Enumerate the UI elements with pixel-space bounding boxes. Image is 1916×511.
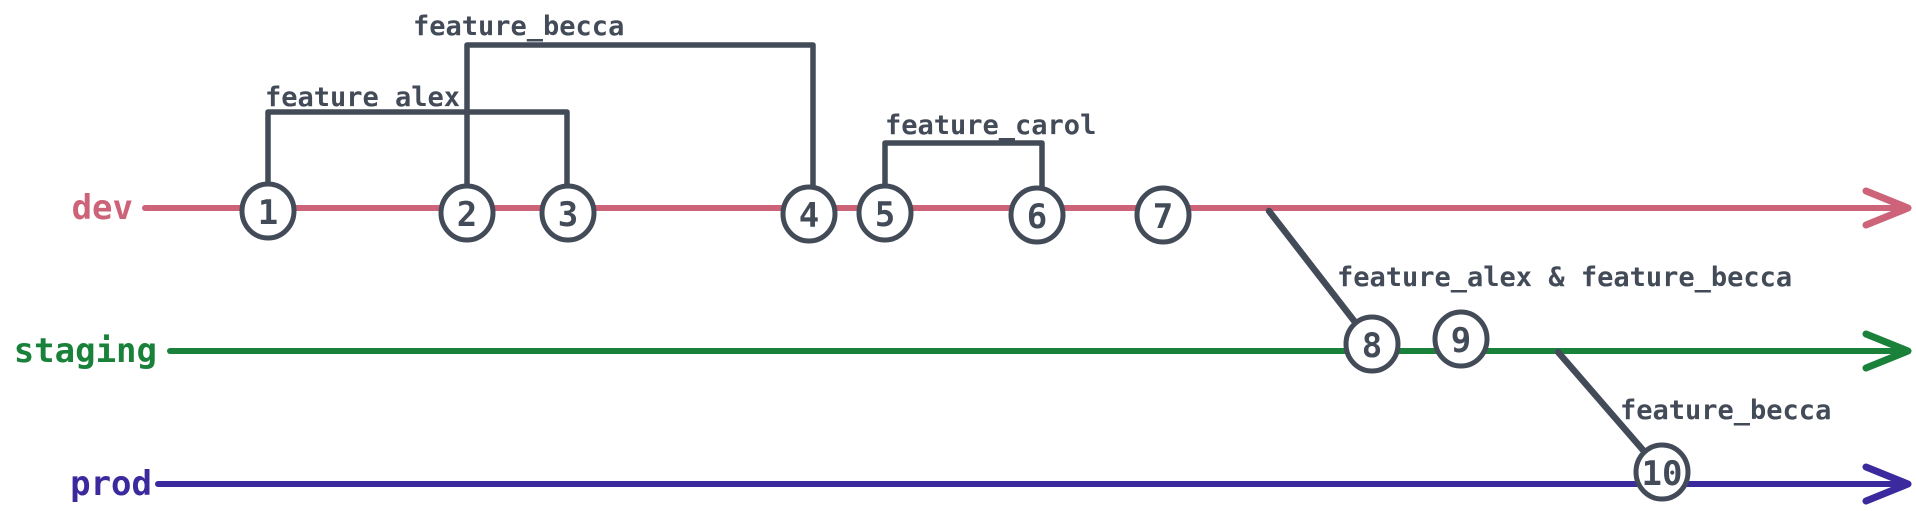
commit-number-2: 2 <box>457 195 477 235</box>
feature-bracket-feature_alex <box>265 109 570 216</box>
commit-node-1 <box>239 181 297 241</box>
commit-number-7: 7 <box>1153 197 1173 237</box>
merge-label: feature_becca <box>1620 395 1831 426</box>
commit-number-10: 10 <box>1642 454 1683 494</box>
branch-label-dev: dev <box>72 188 133 228</box>
commit-node-3 <box>539 183 597 243</box>
feature-bracket-feature_carol <box>882 140 1045 218</box>
feature-bracket-label-feature_becca: feature_becca <box>413 11 624 42</box>
feature-bracket-label-feature_carol: feature_carol <box>885 110 1096 141</box>
branch-label-staging: staging <box>14 331 157 371</box>
commit-node-10 <box>1633 442 1691 502</box>
commit-node-7 <box>1134 185 1192 245</box>
branch-label-prod: prod <box>70 464 152 504</box>
commit-node-8 <box>1343 314 1401 374</box>
commit-number-5: 5 <box>875 195 895 235</box>
commit-node-9 <box>1432 309 1490 369</box>
commit-number-9: 9 <box>1451 321 1471 361</box>
commit-node-6 <box>1008 185 1066 245</box>
commit-number-8: 8 <box>1362 326 1382 366</box>
branch-arrowhead-dev-icon <box>1862 187 1912 229</box>
commit-node-5 <box>856 183 914 243</box>
branch-arrowhead-staging-icon <box>1862 330 1912 372</box>
commit-number-3: 3 <box>558 195 578 235</box>
commit-node-2 <box>438 183 496 243</box>
commit-number-4: 4 <box>799 196 819 236</box>
branch-arrowhead-prod-icon <box>1862 463 1912 505</box>
commit-node-4 <box>780 184 838 244</box>
merge-label: feature_alex & feature_becca <box>1337 262 1792 293</box>
commit-number-6: 6 <box>1027 197 1047 237</box>
commit-number-1: 1 <box>258 193 278 233</box>
feature-bracket-label-feature_alex: feature_alex <box>265 82 460 113</box>
feature-bracket-feature_becca <box>464 42 816 217</box>
